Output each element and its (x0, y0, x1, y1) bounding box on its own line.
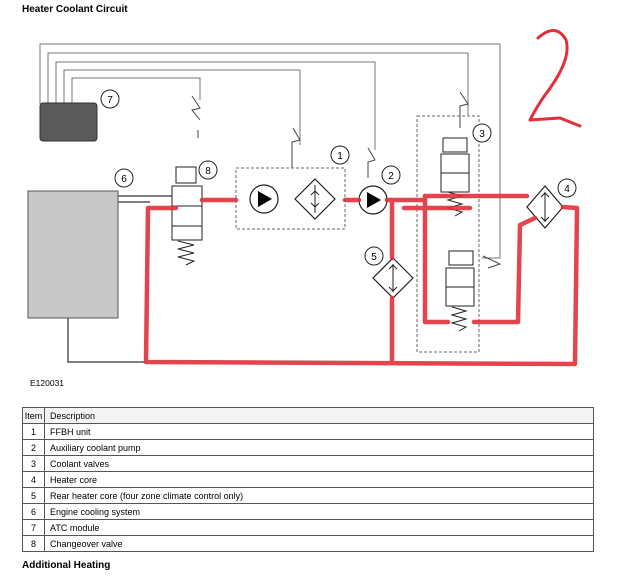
callout-2-label: 2 (388, 171, 394, 182)
callout-2: 2 (381, 165, 401, 185)
item-description: Auxiliary coolant pump (44, 439, 594, 456)
callout-4-label: 4 (564, 184, 570, 195)
coolant-valve-lower (445, 250, 475, 332)
item-description: ATC module (44, 519, 594, 536)
item-number: 4 (22, 471, 45, 488)
engine-cooling-system (27, 190, 119, 319)
changeover-valve (171, 166, 203, 266)
item-number: 8 (22, 535, 45, 552)
item-description: FFBH unit (44, 423, 594, 440)
callout-4: 4 (557, 178, 577, 198)
coolant-valve-upper (440, 137, 470, 217)
coolant-circuit-diagram: 1 2 3 4 5 6 7 8 (27, 29, 582, 367)
section-heading: Additional Heating (22, 560, 111, 571)
callout-3: 3 (472, 123, 492, 143)
item-number: 2 (22, 439, 45, 456)
legend-header-row: Item Description (22, 407, 594, 424)
callout-8: 8 (198, 160, 218, 180)
callout-5: 5 (364, 246, 384, 266)
atc-module (39, 102, 98, 142)
engine-pipes (67, 195, 176, 363)
page-title: Heater Coolant Circuit (22, 4, 128, 15)
callout-6: 6 (114, 168, 134, 188)
callout-7-label: 7 (107, 95, 113, 106)
item-description: Heater core (44, 471, 594, 488)
figure-code: E120031 (30, 378, 65, 388)
item-number: 3 (22, 455, 45, 472)
item-description: Engine cooling system (44, 503, 594, 520)
item-description: Rear heater core (four zone climate cont… (44, 487, 594, 504)
callout-3-label: 3 (479, 129, 485, 140)
callout-7: 7 (100, 89, 120, 109)
column-header-description: Description (44, 407, 594, 424)
callout-1-label: 1 (337, 151, 343, 162)
coolant-valves-box (416, 115, 480, 353)
item-number: 6 (22, 503, 45, 520)
item-number: 1 (22, 423, 45, 440)
highlighted-coolant-path (143, 193, 580, 367)
item-number: 7 (22, 519, 45, 536)
callout-8-label: 8 (205, 166, 211, 177)
item-description: Coolant valves (44, 455, 594, 472)
handwritten-annotation (528, 29, 582, 128)
atc-wiring (39, 43, 501, 259)
callout-1: 1 (330, 145, 350, 165)
signal-arrows (191, 91, 502, 269)
item-number: 5 (22, 487, 45, 504)
column-header-item: Item (22, 407, 45, 424)
callout-5-label: 5 (371, 252, 377, 263)
callout-6-label: 6 (121, 174, 127, 185)
item-description: Changeover valve (44, 535, 594, 552)
